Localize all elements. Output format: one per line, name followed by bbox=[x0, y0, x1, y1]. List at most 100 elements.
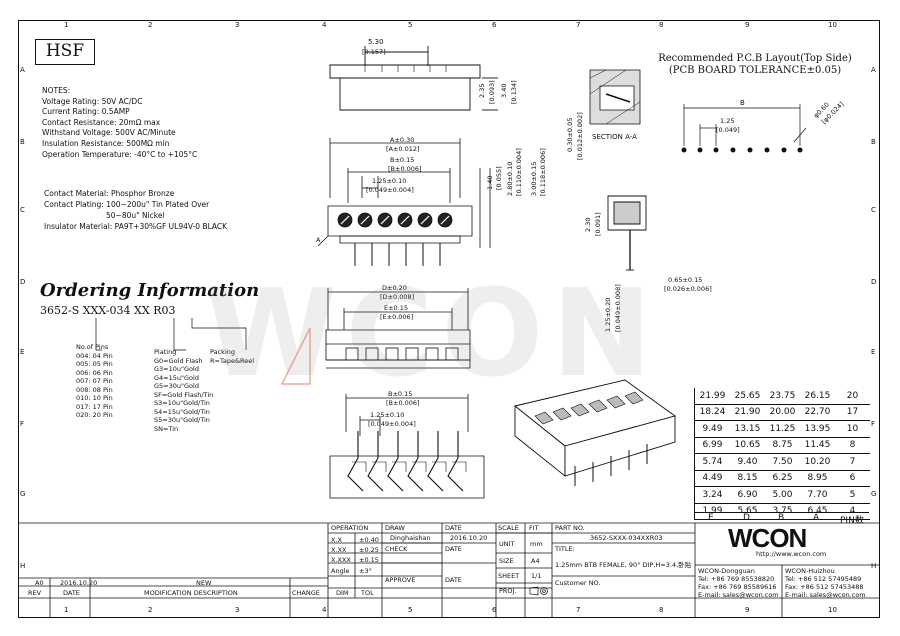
grid-row: D bbox=[20, 278, 26, 286]
plating-option: S4=15u"Gold/Tin bbox=[154, 407, 210, 416]
tb-title: 1.25mm BTB FEMALE, 90° DIP,H=3.4,卧贴 bbox=[555, 561, 692, 569]
dim-table-cell: 11.45 bbox=[800, 437, 835, 454]
dim-table-cell: 18.24 bbox=[694, 404, 730, 421]
dim-table-cell: 23.75 bbox=[765, 388, 800, 405]
dongguan-email: E-mail: sales@wcon.com bbox=[698, 591, 779, 599]
tb-part-no-label: PART NO. bbox=[555, 524, 585, 532]
tb-sheet-val: 1/1 bbox=[531, 572, 542, 580]
pcb-title-line1: Recommended P.C.B Layout(Top Side) bbox=[658, 53, 852, 64]
grid-row: C bbox=[20, 206, 25, 214]
rev-value: A0 bbox=[35, 579, 44, 587]
grid-row: E bbox=[20, 348, 25, 356]
projection-symbol-icon bbox=[529, 586, 548, 596]
dim-a: A±0.30 bbox=[390, 136, 415, 144]
tb-op-xx: X.X bbox=[331, 536, 342, 544]
pin-option: 020: 20 Pin bbox=[76, 411, 113, 419]
note-line: Current Rating: 0.5AMP bbox=[42, 107, 130, 117]
dim-pitch2: 1.25±0.10 bbox=[370, 411, 405, 419]
packing-list: Packing R=Tape&Reel bbox=[210, 348, 254, 365]
dim-table-cell: 7 bbox=[835, 453, 870, 471]
grid-col: 9 bbox=[745, 606, 750, 614]
plating-option: G0=Gold Flash bbox=[154, 356, 203, 365]
tb-size: SIZE bbox=[499, 557, 514, 565]
tb-scale: SCALE bbox=[498, 524, 519, 532]
tb-huizhou: WCON-Huizhou Tel: +86 512 57495489 Fax: … bbox=[785, 567, 866, 599]
col-a: A bbox=[813, 513, 820, 523]
tb-proj: PROJ. bbox=[499, 587, 517, 595]
rev-header-date: DATE bbox=[63, 589, 80, 597]
tb-operation: OPERATION bbox=[331, 524, 369, 532]
col-b: B bbox=[778, 513, 785, 523]
plating-option: G5=30u"Gold bbox=[154, 382, 199, 390]
dim-e-in: [E±0.006] bbox=[380, 313, 414, 321]
grid-row: G bbox=[871, 490, 877, 498]
isometric-view bbox=[513, 379, 677, 486]
grid-row: A bbox=[20, 66, 25, 74]
note-line: Withstand Voltage: 500V AC/Minute bbox=[42, 128, 176, 138]
tb-part-no: 3652-SXXX-034XXR03 bbox=[590, 534, 663, 542]
dim-table-cell: 5.00 bbox=[765, 486, 800, 504]
front-view-drawing bbox=[317, 138, 491, 266]
tb-date: 2016.10.20 bbox=[450, 534, 488, 542]
dim-table-cell: 4.49 bbox=[694, 470, 730, 487]
pin-option: 006: 06 Pin bbox=[76, 368, 113, 377]
tb-tol: TOL bbox=[361, 589, 374, 597]
dongguan-name: WCON-Dongguan bbox=[698, 567, 755, 575]
plating-header: Plating bbox=[154, 348, 177, 356]
dim-table-cell: 26.15 bbox=[800, 388, 835, 405]
ordering-leaders bbox=[95, 318, 247, 351]
dim-table-cell: 10.20 bbox=[800, 453, 835, 471]
col-pins: PIN数 bbox=[840, 516, 864, 526]
grid-col: 9 bbox=[745, 21, 750, 29]
tb-dim: DIM bbox=[336, 589, 349, 597]
grid-row: G bbox=[20, 490, 26, 498]
dim-table-cell: 6.45 bbox=[800, 503, 835, 520]
dim-table-cell: 5.65 bbox=[730, 503, 765, 520]
dim-table-cell: 11.25 bbox=[765, 420, 800, 438]
dim-table-cell: 3.75 bbox=[765, 503, 800, 520]
tb-op-xxxx-tol: ±0.15 bbox=[359, 556, 379, 564]
bottom-view-drawing bbox=[325, 288, 471, 369]
huizhou-fax: Fax: +86 512 57453488 bbox=[785, 583, 864, 591]
grid-col: 6 bbox=[492, 21, 497, 29]
tb-unit: UNIT bbox=[499, 540, 515, 548]
huizhou-email: E-mail: sales@wcon.com bbox=[785, 591, 866, 599]
rev-desc: NEW bbox=[196, 579, 212, 587]
huizhou-name: WCON-Huizhou bbox=[785, 567, 835, 575]
dim-table-cell: 25.65 bbox=[730, 388, 765, 405]
pin-option: 008: 08 Pin bbox=[76, 385, 113, 394]
tb-website: http://www.wcon.com bbox=[756, 550, 827, 558]
tb-date-label-3: DATE bbox=[445, 576, 462, 584]
grid-col: 6 bbox=[492, 606, 497, 614]
plating-list: Plating G0=Gold Flash G3=10u"Gold G4=15u… bbox=[154, 348, 213, 433]
dim-d: D±0.20 bbox=[382, 284, 407, 292]
grid-col: 5 bbox=[408, 606, 413, 614]
grid-col: 1 bbox=[64, 606, 69, 614]
grid-row: A bbox=[871, 66, 876, 74]
dim-lead-w-in: [0.026±0.006] bbox=[664, 285, 712, 293]
grid-col: 2 bbox=[148, 606, 153, 614]
tb-size-val: A4 bbox=[531, 557, 540, 565]
dim-table-cell: 5.74 bbox=[694, 453, 730, 471]
side-view-drawing bbox=[607, 195, 647, 271]
dim-table-cell: 6.99 bbox=[694, 437, 730, 454]
plating-option: G4=15u"Gold bbox=[154, 373, 199, 382]
col-e: E bbox=[708, 513, 714, 523]
grid-col: 3 bbox=[235, 606, 240, 614]
tb-unit-val: mm bbox=[530, 540, 543, 548]
grid-col: 7 bbox=[576, 606, 581, 614]
dim-table-cell: 21.99 bbox=[694, 388, 730, 405]
pcb-title-line2: (PCB BOARD TOLERANCE±0.05) bbox=[668, 65, 842, 76]
huizhou-tel: Tel: +86 512 57495489 bbox=[785, 575, 862, 583]
dim-top-width-in: [0.157] bbox=[362, 48, 386, 56]
dim-a-in: [A±0.012] bbox=[386, 145, 420, 153]
tb-title-label: TITLE: bbox=[555, 545, 575, 553]
ordering-code: 3652-S XXX-034 XX R03 bbox=[40, 304, 176, 317]
tb-check: CHECK bbox=[385, 545, 408, 553]
ordering-title: Ordering Information bbox=[40, 280, 260, 301]
rev-date: 2016.10.20 bbox=[60, 579, 98, 587]
